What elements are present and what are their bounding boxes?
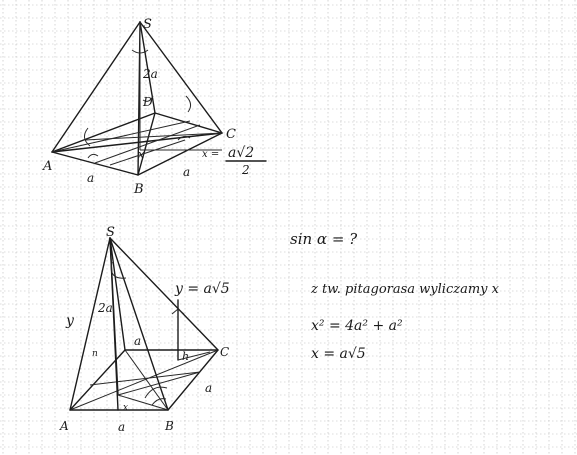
edge-sb: [109, 237, 169, 411]
label-c: C: [220, 345, 229, 359]
diagonal-ac: [51, 132, 223, 153]
label-height: 2a: [142, 67, 158, 81]
edge-sa: [69, 237, 111, 411]
equation-1: x² = 4a² + a²: [311, 318, 403, 334]
label-b: B: [164, 419, 174, 433]
construction-line: [109, 139, 186, 166]
construction-line: [84, 132, 223, 141]
edge-sa: [51, 21, 141, 153]
label-height: 2a: [97, 301, 113, 315]
edge-sc: [139, 21, 223, 134]
construction-line: [117, 371, 201, 396]
label-a: A: [42, 159, 52, 174]
label-edge-ab: a: [87, 171, 94, 185]
label-x-equals: x =: [202, 149, 219, 160]
angle-arc: [87, 153, 99, 159]
label-s: S: [143, 17, 152, 32]
pyramid-figure-bottom: S A B C 2a a a a h y y = a√5 x n: [59, 225, 230, 434]
label-b: B: [133, 182, 144, 197]
arrow-head: [171, 308, 185, 315]
fraction-denominator: 2: [241, 163, 250, 177]
edge-sc: [109, 237, 219, 351]
pyramid-figure-top: S A B C D 2a x a a x = a√2 2: [42, 17, 267, 197]
handwritten-notes: sin α = ? z tw. pitagorasa wyliczamy x x…: [290, 230, 500, 362]
label-h: h: [182, 350, 189, 363]
label-s: S: [106, 225, 115, 240]
label-edge-a3: a: [205, 381, 212, 395]
angle-arc: [142, 95, 154, 102]
construction-line: [94, 124, 201, 164]
label-center: x: [138, 148, 145, 161]
height-line-inner: [109, 237, 119, 396]
angle-arc: [131, 49, 149, 54]
step-text: z tw. pitagorasa wyliczamy x: [310, 282, 500, 297]
question-text: sin α = ?: [290, 230, 358, 248]
label-edge-a2: a: [118, 420, 125, 434]
construction-line: [177, 351, 211, 361]
angle-arc: [185, 95, 192, 113]
label-c: C: [226, 127, 236, 142]
label-edge-a1: a: [134, 334, 141, 348]
label-y-equation: y = a√5: [174, 281, 230, 297]
label-d: D: [142, 95, 153, 109]
equation-2: x = a√5: [311, 346, 366, 362]
diagonal-bd: [124, 349, 169, 411]
construction-line: [51, 120, 191, 153]
label-edge-bc: a: [183, 165, 190, 179]
label-small-n: n: [92, 349, 98, 359]
construction-line: [89, 371, 201, 386]
base-edges: [51, 112, 223, 176]
angle-arc: [151, 398, 167, 406]
construction-line: [117, 394, 169, 411]
edge-sd: [109, 237, 126, 351]
angle-arc: [84, 127, 91, 147]
label-a: A: [59, 419, 69, 433]
fraction-numerator: a√2: [228, 145, 254, 161]
angle-arc: [177, 135, 191, 141]
angle-arc: [144, 386, 168, 399]
label-y-left: y: [65, 313, 75, 329]
diagonal-ac: [69, 349, 219, 411]
angle-arc: [110, 261, 127, 279]
label-small-x: x: [123, 403, 128, 413]
